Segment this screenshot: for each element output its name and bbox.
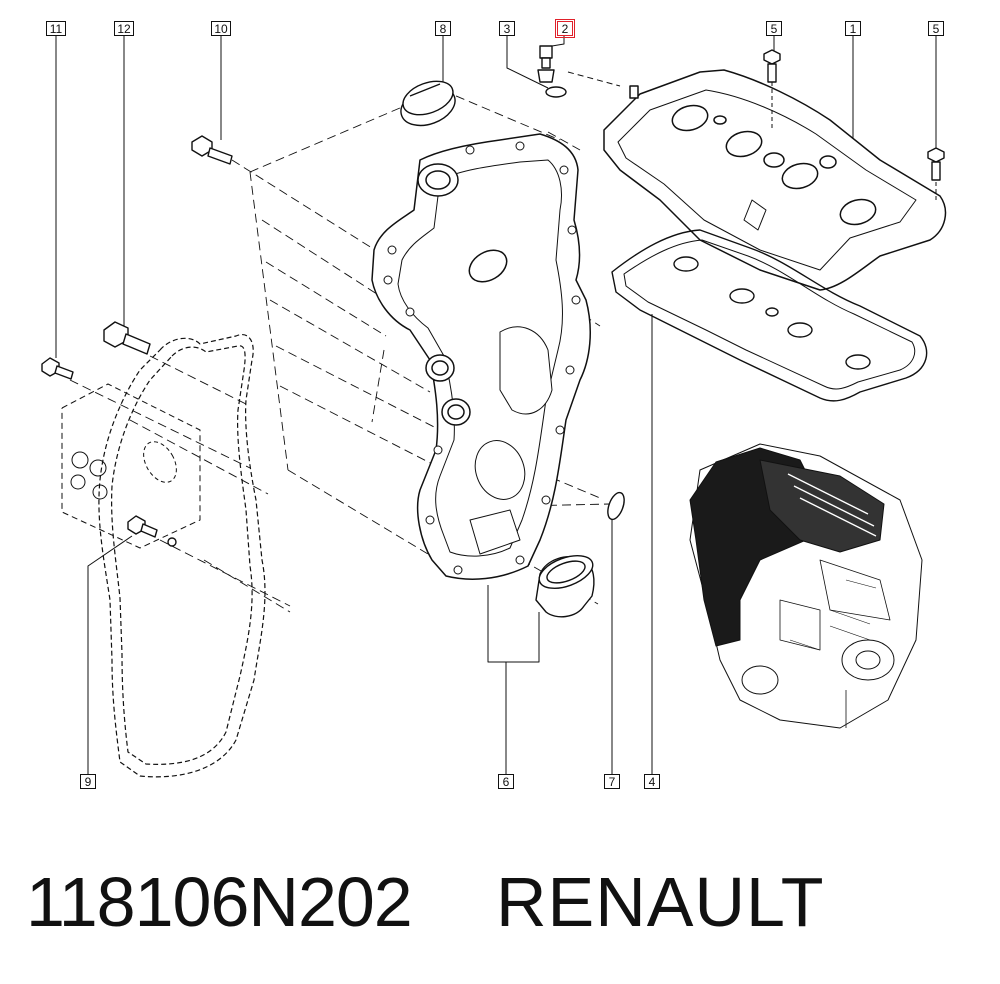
rocker-cover-bolt-right [927, 147, 945, 202]
timing-cover-gasket [98, 334, 266, 778]
brand-name: RENAULT [496, 863, 825, 941]
callout-8: 8 [435, 21, 451, 36]
leader-lines [55, 36, 937, 775]
callout-12: 12 [114, 21, 134, 36]
pcv-valve [537, 45, 567, 98]
exploded-parts-diagram [41, 36, 947, 778]
rocker-cover [603, 69, 947, 291]
bolt-9 [127, 515, 177, 547]
part-number: 118106N202 [26, 863, 413, 941]
callout-5-left: 5 [766, 21, 782, 36]
bolt-11 [41, 357, 74, 380]
callout-1: 1 [845, 21, 861, 36]
crankshaft-oil-seal [535, 555, 595, 618]
engine-assembly-thumbnail [689, 443, 923, 729]
rocker-cover-bolt-left [763, 49, 781, 130]
callout-11: 11 [46, 21, 66, 36]
callout-9: 9 [80, 774, 96, 789]
callout-10: 10 [211, 21, 231, 36]
timing-cover-gasket-left-panel [61, 383, 201, 549]
callout-2-highlighted: 2 [555, 19, 575, 38]
callout-6: 6 [498, 774, 514, 789]
oil-filler-cap [400, 80, 456, 127]
callout-3: 3 [499, 21, 515, 36]
callout-4: 4 [644, 774, 660, 789]
bolt-10 [191, 135, 233, 165]
timing-chain-cover [371, 133, 591, 580]
bolt-12 [103, 321, 151, 355]
o-ring [607, 491, 625, 521]
callout-7: 7 [604, 774, 620, 789]
rocker-cover-gasket [611, 229, 928, 402]
callout-5-right: 5 [928, 21, 944, 36]
